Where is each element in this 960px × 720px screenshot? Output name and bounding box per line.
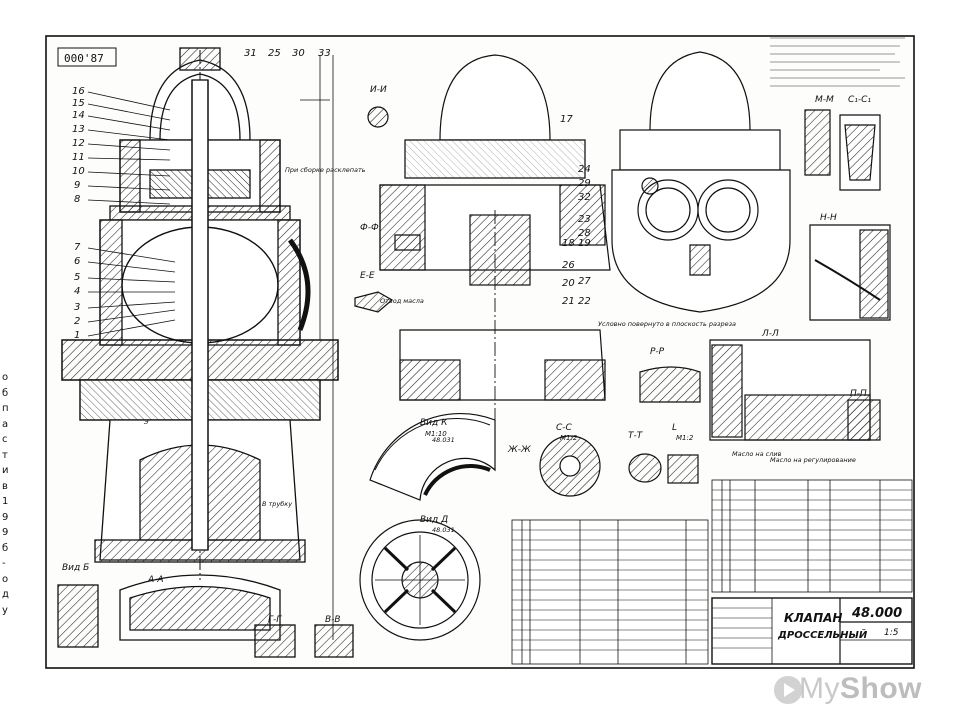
label-zhzh: Ж-Ж — [507, 445, 531, 455]
parts-list-center — [511, 519, 709, 665]
scale-vid-k: М1:10 — [425, 430, 447, 438]
callout-9: 9 — [74, 180, 80, 191]
scale-ll: М1:2 — [676, 434, 694, 442]
callout-3: 3 — [74, 302, 80, 313]
callout-14: 14 — [72, 110, 85, 121]
svg-text:28: 28 — [578, 228, 591, 239]
callout-13: 13 — [72, 124, 85, 135]
label-pp: П-П — [850, 389, 867, 399]
label-mm: М-М — [815, 95, 834, 105]
label-gg: Г-Г — [268, 615, 282, 625]
stamp-number: 000'87 — [64, 52, 104, 65]
title-line-1: КЛАПАН — [784, 611, 842, 625]
label-ee: Е-Е — [360, 271, 375, 281]
svg-text:30: 30 — [292, 48, 305, 59]
right-views — [611, 51, 891, 441]
main-section-view — [57, 47, 354, 658]
svg-text:31: 31 — [244, 48, 257, 59]
svg-text:29: 29 — [578, 178, 591, 189]
svg-text:20: 20 — [562, 278, 575, 289]
detail-vid-k: 48.031 — [432, 436, 455, 444]
myshow-brand-text: MyShow — [799, 672, 922, 705]
label-ll: Л-Л — [761, 329, 779, 339]
title-line-2: ДРОССЕЛЬНЫЙ — [777, 628, 868, 641]
stamp-box — [57, 47, 117, 67]
svg-text:23: 23 — [578, 214, 591, 225]
label-tt: Т-Т — [628, 431, 644, 441]
technical-notes — [770, 37, 905, 87]
label-vid-b: Вид Б — [62, 563, 89, 573]
svg-text:26: 26 — [562, 260, 575, 271]
callout-11: 11 — [72, 152, 85, 163]
label-cc: С-С — [556, 423, 573, 433]
scale-cc: М1:2 — [560, 434, 578, 442]
note-e: Э — [143, 418, 149, 426]
label-cc1: С₁-С₁ — [848, 95, 871, 105]
callout-7: 7 — [74, 242, 81, 253]
svg-text:18: 18 — [562, 238, 575, 249]
callout-4: 4 — [74, 286, 80, 297]
label-vid-d: Вид Д — [420, 515, 448, 525]
callout-15: 15 — [72, 98, 85, 109]
callout-6: 6 — [74, 256, 80, 267]
myshow-logo-icon — [774, 676, 802, 704]
label-ff: Ф-Ф — [360, 223, 379, 233]
note-to-pipe: В трубку — [262, 500, 292, 508]
note-cond: Условно повернуто в плоскость разреза — [598, 320, 736, 328]
left-edge-text-fragment: о б п а с т и в 1 9 9 б - о д у — [2, 372, 9, 616]
label-vv: В-В — [325, 615, 341, 625]
right-callout-numbers: 17 24 29 32 23 28 18 19 26 27 20 21 22 — [560, 114, 591, 307]
note-oil-reg: Масло на регулирование — [770, 456, 856, 464]
callout-8: 8 — [74, 194, 80, 205]
note-oil-drain: Масло на слив — [732, 450, 782, 458]
title-block — [711, 597, 913, 665]
svg-text:27: 27 — [578, 276, 591, 287]
svg-text:32: 32 — [578, 192, 591, 203]
svg-text:33: 33 — [318, 48, 331, 59]
left-callout-numbers: 16 15 14 13 12 11 10 9 8 7 6 5 4 3 2 1 — [72, 86, 85, 341]
label-nn: Н-Н — [820, 213, 837, 223]
callout-12: 12 — [72, 138, 85, 149]
callout-5: 5 — [74, 272, 80, 283]
parts-list-right — [711, 479, 913, 593]
callout-16: 16 — [72, 86, 85, 97]
callout-10: 10 — [72, 166, 85, 177]
drawing-number: 48.000 — [851, 606, 902, 621]
detail-vid-d: 48.031 — [432, 526, 455, 534]
top-dimension-labels: 31 25 30 33 — [244, 48, 331, 59]
svg-text:25: 25 — [268, 48, 281, 59]
myshow-watermark: MyShow — [799, 672, 922, 706]
label-ii: И-И — [370, 85, 387, 95]
drawing-scale: 1:5 — [884, 628, 899, 638]
svg-text:17: 17 — [560, 114, 573, 125]
svg-text:21: 21 — [562, 296, 575, 307]
middle-views — [354, 54, 699, 641]
label-rr: Р-Р — [650, 347, 665, 357]
label-aa: А-А — [147, 575, 164, 585]
note-vent: При сборке расклепать — [285, 166, 366, 174]
label-vid-k: Вид К — [420, 418, 448, 428]
note-oil-out: Отвод масла — [380, 297, 424, 305]
svg-text:19: 19 — [578, 238, 591, 249]
svg-text:24: 24 — [578, 164, 591, 175]
callout-2: 2 — [74, 316, 80, 327]
svg-text:22: 22 — [578, 296, 591, 307]
label-l: L — [672, 423, 677, 433]
callout-1: 1 — [74, 330, 80, 341]
